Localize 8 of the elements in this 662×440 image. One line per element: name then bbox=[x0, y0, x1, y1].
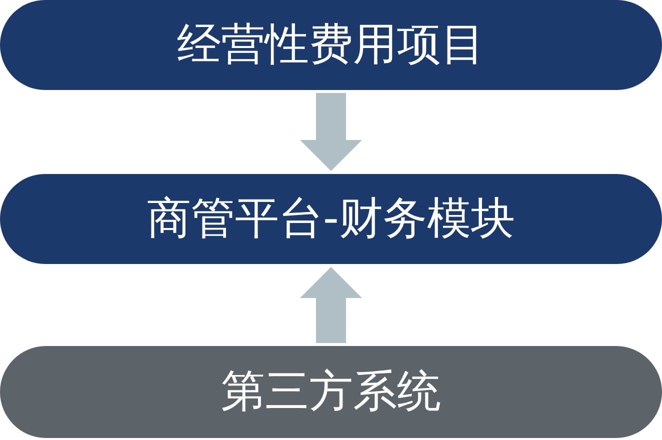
rounded-box bbox=[0, 346, 662, 438]
box-label: 第三方系统 bbox=[221, 368, 441, 416]
box-label: 经营性费用项目 bbox=[177, 20, 485, 70]
box-label: 商管平台-财务模块 bbox=[147, 194, 515, 244]
rounded-box bbox=[0, 174, 662, 264]
block-arrow bbox=[300, 267, 362, 343]
block-arrow bbox=[300, 93, 362, 171]
rounded-box bbox=[0, 0, 662, 90]
